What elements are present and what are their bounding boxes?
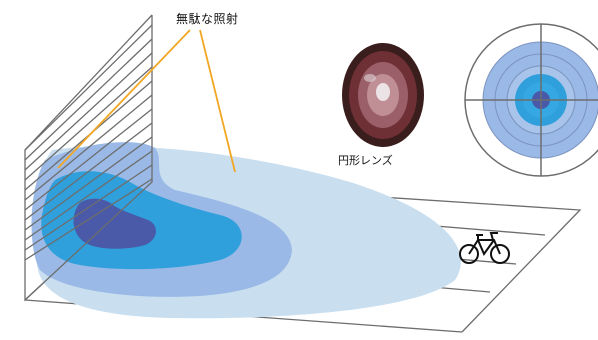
light-beam [31,142,461,319]
wasted-light-label: 無駄な照射 [176,12,239,26]
round-lens-label: 円形レンズ [338,154,393,167]
vertical-wall [24,14,153,302]
round-lens-photo [342,43,424,147]
bicycle-icon [459,232,510,264]
wasted-light-pointers [57,29,236,173]
concentric-target-icon [464,23,598,177]
